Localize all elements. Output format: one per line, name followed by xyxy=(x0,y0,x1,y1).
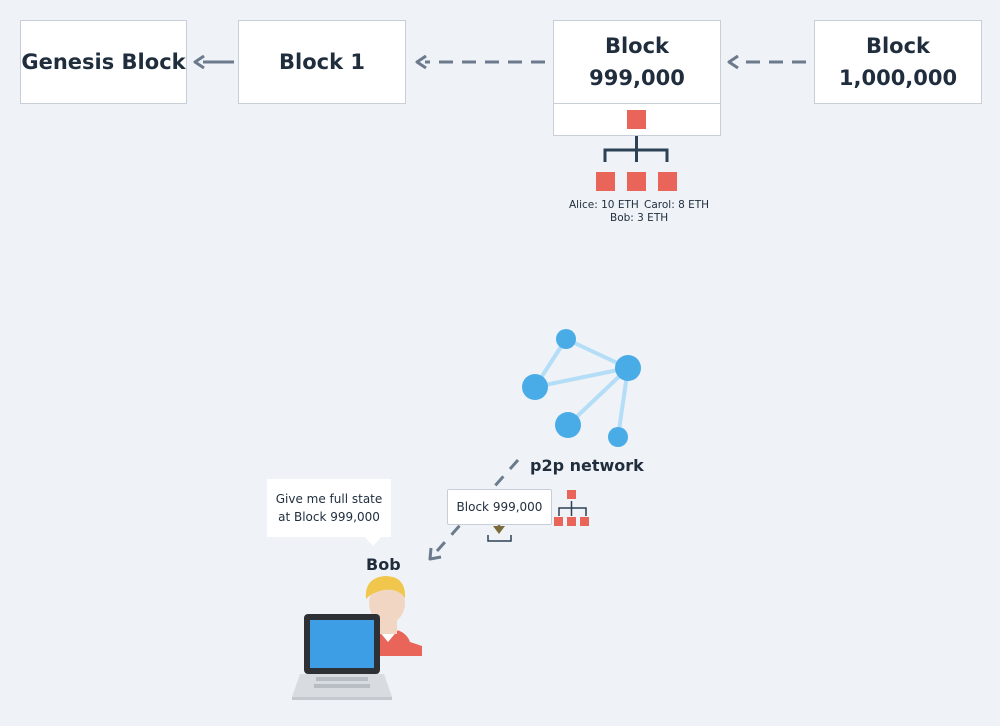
bob-name-label: Bob xyxy=(366,555,401,574)
block-1000000: Block 1,000,000 xyxy=(814,20,982,104)
account-alice: Alice: 10 ETH xyxy=(569,199,639,211)
state-tree-icon xyxy=(596,110,677,191)
arrow-block1-to-genesis xyxy=(193,54,234,70)
laptop-icon xyxy=(292,614,392,700)
speech-line-1: Give me full state xyxy=(275,492,383,506)
speech-line-2: at Block 999,000 xyxy=(278,510,380,524)
user-avatar-icon xyxy=(365,576,422,656)
block-request-card: Block 999,000 xyxy=(447,489,552,525)
genesis-block: Genesis Block xyxy=(20,20,187,104)
block-999000-label-line2: 999,000 xyxy=(589,66,685,90)
small-state-tree-icon xyxy=(554,490,589,526)
speech-bubble: Give me full state at Block 999,000 xyxy=(267,479,391,537)
speech-bubble-tail xyxy=(364,536,382,546)
account-bob: Bob: 3 ETH xyxy=(610,212,669,224)
block-999000: Block 999,000 xyxy=(553,20,721,104)
block-999000-label-line1: Block xyxy=(604,34,670,58)
p2p-network-label: p2p network xyxy=(530,456,644,475)
block-request-card-label: Block 999,000 xyxy=(456,500,543,514)
arrow-blockmil-to-block999000 xyxy=(727,54,806,70)
block-1000000-label-line1: Block xyxy=(865,34,931,58)
block-1-label: Block 1 xyxy=(279,50,365,74)
network-graph-icon xyxy=(522,329,641,447)
arrow-block999000-to-block1 xyxy=(415,54,545,70)
account-carol: Carol: 8 ETH xyxy=(644,199,710,211)
block-1: Block 1 xyxy=(238,20,406,104)
block-1000000-label-line2: 1,000,000 xyxy=(838,66,958,90)
genesis-block-label: Genesis Block xyxy=(21,50,186,74)
arrow-network-to-bob xyxy=(428,459,520,561)
